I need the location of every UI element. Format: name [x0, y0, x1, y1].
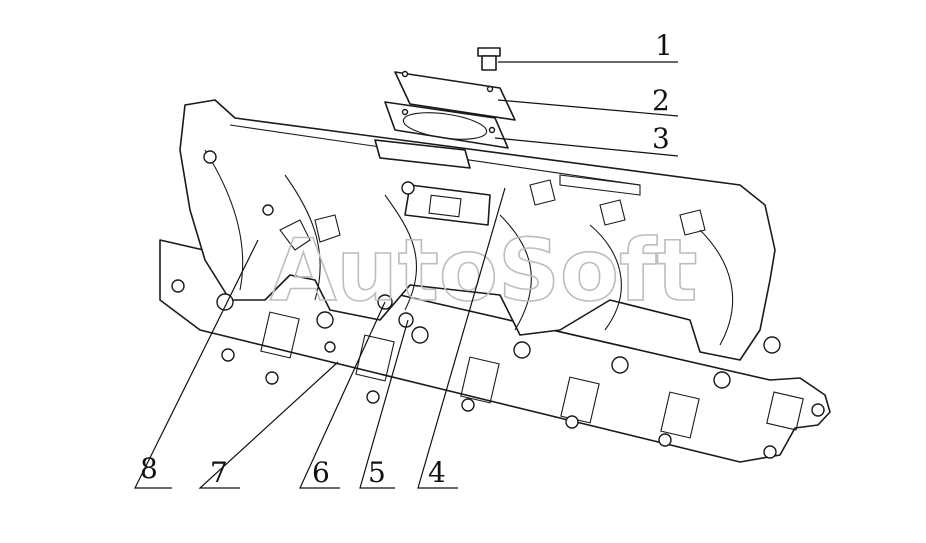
leader-2	[497, 99, 679, 117]
callout-3: 3	[652, 122, 670, 155]
turbo-gasket-upper	[394, 70, 516, 121]
watermark: AutoSoft	[270, 221, 698, 321]
leader-6	[299, 301, 386, 489]
leader-7	[198, 361, 339, 489]
leader-4	[417, 187, 506, 489]
leader-lines	[134, 61, 679, 489]
callout-4: 4	[428, 456, 446, 489]
callout-labels: 1 2 3 4 5 6 7 8	[140, 29, 673, 489]
callout-6: 6	[312, 456, 330, 489]
callout-5: 5	[368, 456, 386, 489]
callout-1: 1	[655, 29, 673, 62]
leader-3	[494, 137, 679, 157]
callout-7: 7	[210, 456, 228, 489]
leader-8	[134, 239, 259, 489]
stud-nut	[377, 294, 414, 328]
leader-5	[359, 319, 409, 489]
turbo-gasket-lower	[384, 101, 509, 149]
exhaust-manifold	[179, 99, 781, 389]
callout-8: 8	[140, 452, 158, 485]
flange-bolt	[477, 47, 501, 71]
callout-2: 2	[652, 84, 670, 117]
